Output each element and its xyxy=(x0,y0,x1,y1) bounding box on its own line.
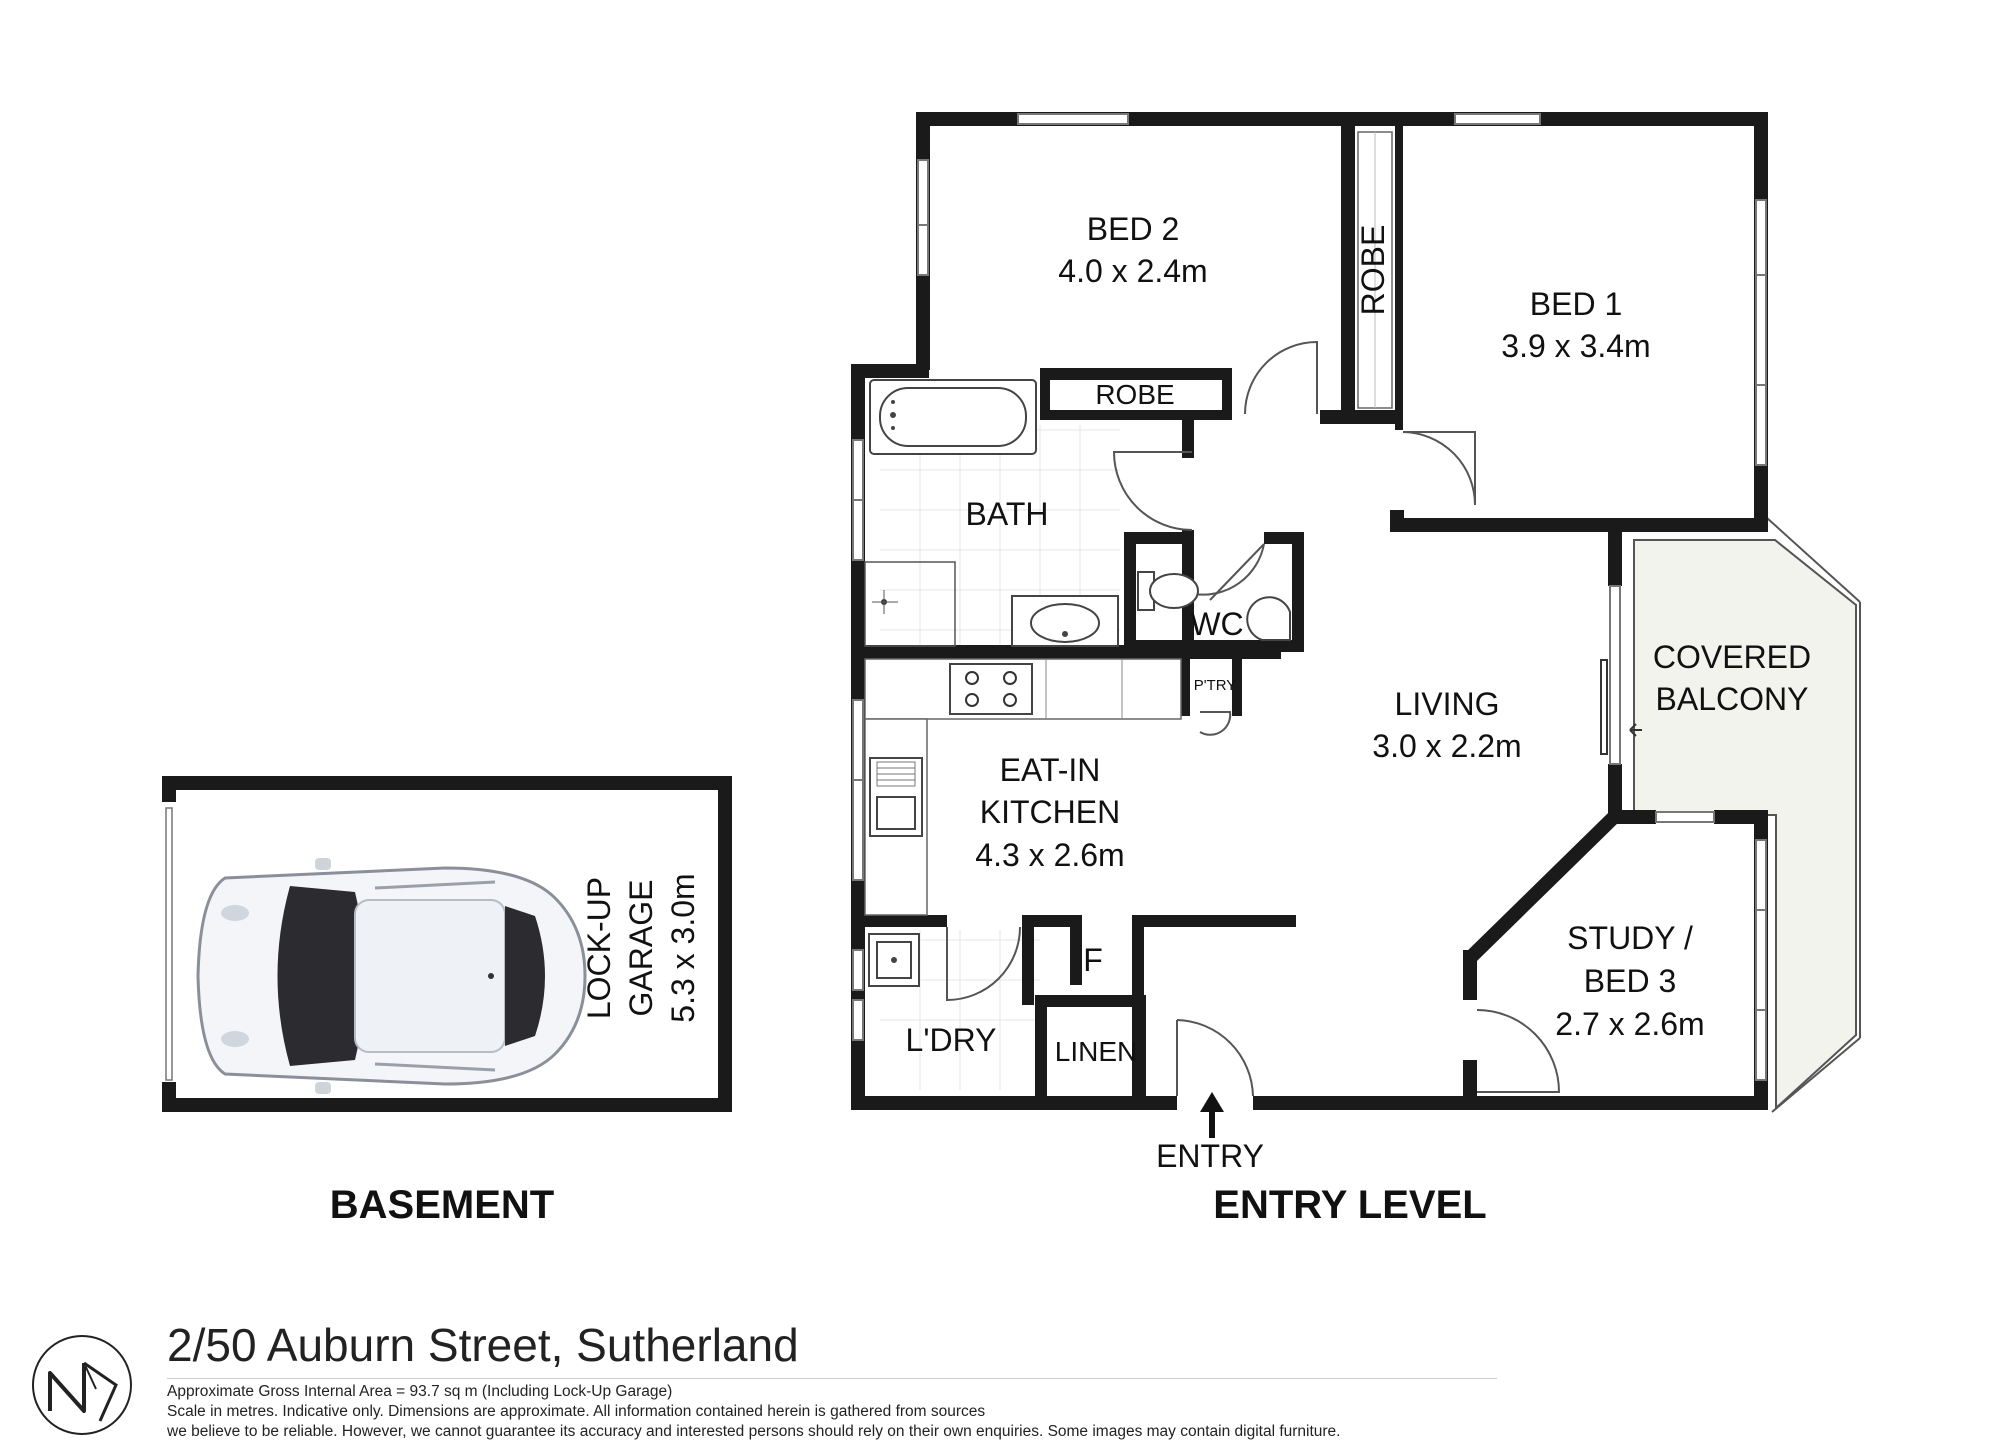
property-address: 2/50 Auburn Street, Sutherland xyxy=(167,1319,799,1371)
bath-vanity xyxy=(1011,595,1119,647)
bath-label: BATH xyxy=(966,496,1049,532)
wc-label: WC xyxy=(1190,606,1243,642)
disclaimer-line-1: Scale in metres. Indicative only. Dimens… xyxy=(167,1403,986,1420)
fridge-label: F xyxy=(1083,942,1103,978)
linen-label: LINEN xyxy=(1055,1036,1137,1067)
doors xyxy=(946,340,1561,1097)
living-name-label: LIVING xyxy=(1395,686,1500,722)
bed2-robe-label: ROBE xyxy=(1095,379,1174,410)
bed1-robe-label: ROBE xyxy=(1355,225,1391,316)
bed2-name-label: BED 2 xyxy=(1087,211,1179,247)
toilet xyxy=(1137,571,1291,641)
laundry-tub xyxy=(868,933,920,987)
arrow-up-icon xyxy=(1200,1092,1224,1138)
footer-divider xyxy=(167,1378,1497,1379)
balcony-label-line2: BALCONY xyxy=(1656,681,1809,717)
bed1-dims-label: 3.9 x 3.4m xyxy=(1501,328,1650,364)
car-icon xyxy=(196,858,587,1094)
entry-level-title: ENTRY LEVEL xyxy=(1213,1183,1486,1227)
disclaimer-line-2: we believe to be reliable. However, we c… xyxy=(167,1423,1341,1440)
area-note: Approximate Gross Internal Area = 93.7 s… xyxy=(167,1383,673,1400)
shower xyxy=(864,561,956,647)
bed2-dims-label: 4.0 x 2.4m xyxy=(1058,253,1207,289)
north-compass-icon xyxy=(32,1335,132,1435)
kitchen-label-line2: KITCHEN xyxy=(980,794,1120,830)
windows xyxy=(852,113,1767,1081)
garage-label-line1: LOCK-UP xyxy=(581,877,617,1019)
kitchen-dims-label: 4.3 x 2.6m xyxy=(975,837,1124,873)
cooktop xyxy=(949,663,1033,715)
garage-walls xyxy=(162,776,732,1112)
entry-label: ENTRY xyxy=(1156,1138,1264,1174)
kitchen-label-line1: EAT-IN xyxy=(1000,752,1101,788)
bathtub xyxy=(869,379,1037,455)
study-dims-label: 2.7 x 2.6m xyxy=(1555,1006,1704,1042)
study-label-line2: BED 3 xyxy=(1584,963,1676,999)
laundry-label: L'DRY xyxy=(906,1022,997,1058)
pantry-label: P'TRY xyxy=(1194,677,1237,694)
kitchen-sink xyxy=(869,757,923,837)
basement-level-title: BASEMENT xyxy=(330,1183,554,1227)
living-dims-label: 3.0 x 2.2m xyxy=(1372,728,1521,764)
balcony-label-line1: COVERED xyxy=(1653,639,1811,675)
garage-label-line2: GARAGE xyxy=(623,880,659,1017)
bed1-name-label: BED 1 xyxy=(1530,286,1622,322)
arrow-left-icon xyxy=(1629,723,1642,737)
walls xyxy=(851,112,1768,1110)
balcony-sliding-door xyxy=(1600,659,1608,755)
garage-dims-label: 5.3 x 3.0m xyxy=(665,873,701,1022)
study-label-line1: STUDY / xyxy=(1567,920,1693,956)
